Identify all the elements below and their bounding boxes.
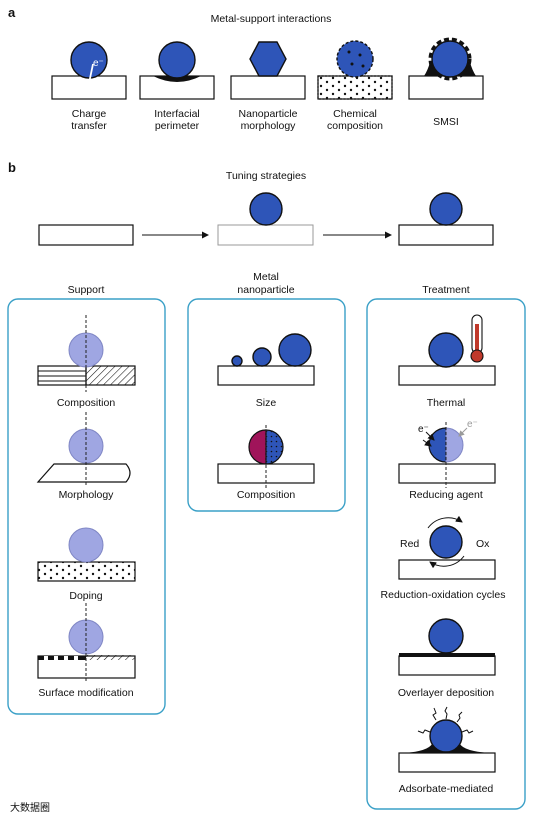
- ox-label: Ox: [476, 538, 490, 550]
- support-surface-modification-diagram: [37, 603, 136, 682]
- nanoparticle: [336, 40, 374, 78]
- support-item-doping: Doping: [69, 590, 102, 602]
- treatment-header: Treatment: [422, 284, 470, 296]
- electron-arrow: [87, 63, 94, 89]
- treatment-reducing-agent-diagram: e⁻ e⁻: [398, 419, 496, 488]
- interfacial-perimeter-diagram: [139, 41, 215, 100]
- support-slab: [38, 224, 134, 246]
- support-slab: [230, 75, 306, 100]
- support-item-composition: Composition: [57, 397, 116, 409]
- treatment-redox-diagram: Red Ox: [398, 515, 496, 580]
- electron-symbol: e⁻: [93, 58, 104, 69]
- electron-symbol-left: e⁻: [418, 424, 429, 435]
- chemical-composition-diagram: [317, 40, 393, 100]
- panel-b-label: b: [8, 160, 16, 175]
- watermark: 大数据圈: [10, 801, 50, 814]
- tuning-flow-diagram: [38, 192, 494, 246]
- nanoparticle-header-2: nanoparticle: [237, 284, 294, 296]
- doped-support: [317, 75, 393, 100]
- treatment-item-redox-cycles: Reduction-oxidation cycles: [381, 589, 506, 601]
- charge-transfer-label-2: transfer: [71, 120, 107, 132]
- support-slab-light: [217, 224, 314, 246]
- treatment-item-reducing-agent: Reducing agent: [409, 489, 483, 501]
- np-item-size: Size: [256, 397, 277, 409]
- nanoparticle: [249, 192, 283, 226]
- nanoparticle: [70, 41, 108, 79]
- electron-arrowhead: [83, 83, 93, 95]
- nanoparticle-box: [187, 298, 346, 512]
- panel-a-title: Metal-support interactions: [211, 13, 332, 25]
- support-slab: [398, 224, 494, 246]
- support-header: Support: [68, 284, 105, 296]
- treatment-item-overlayer-deposition: Overlayer deposition: [398, 687, 494, 699]
- support-box: [7, 298, 166, 715]
- nanoparticle-morphology-diagram: [230, 41, 306, 100]
- nanoparticle: [429, 192, 463, 226]
- support-morphology-diagram: [36, 412, 131, 486]
- support-item-surface-modification: Surface modification: [38, 687, 133, 699]
- panel-b-title: Tuning strategies: [226, 170, 306, 182]
- treatment-item-thermal: Thermal: [427, 397, 466, 409]
- interfacial-perimeter-label-1: Interfacial: [154, 108, 200, 120]
- electron-symbol-right: e⁻: [467, 419, 478, 430]
- treatment-overlayer-diagram: [398, 618, 496, 676]
- perimeter-region: [153, 76, 201, 82]
- np-size-diagram: [217, 333, 315, 386]
- treatment-item-adsorbate-mediated: Adsorbate-mediated: [399, 783, 494, 795]
- chemical-composition-label-1: Chemical: [333, 108, 377, 120]
- charge-transfer-label-1: Charge: [72, 108, 107, 120]
- treatment-adsorbate-diagram: [398, 706, 496, 773]
- np-composition-diagram: [217, 425, 315, 488]
- charge-transfer-diagram: e⁻: [51, 41, 127, 100]
- nanoparticle: [431, 40, 469, 78]
- np-item-composition: Composition: [237, 489, 296, 501]
- support-item-morphology: Morphology: [59, 489, 115, 501]
- nanoparticle-header-1: Metal: [253, 271, 279, 283]
- panel-a-label: a: [8, 5, 16, 20]
- nanoparticle-morphology-label-1: Nanoparticle: [239, 108, 298, 120]
- red-label: Red: [400, 538, 419, 550]
- nanoparticle-morphology-label-2: morphology: [241, 120, 297, 132]
- smsi-label: SMSI: [433, 116, 459, 128]
- smsi-diagram: [408, 37, 484, 100]
- treatment-thermal-diagram: [398, 314, 496, 386]
- chemical-composition-label-2: composition: [327, 120, 383, 132]
- support-doping-diagram: [37, 527, 136, 582]
- interfacial-perimeter-label-2: perimeter: [155, 120, 200, 132]
- nanoparticle: [158, 41, 196, 79]
- hexagonal-nanoparticle: [249, 41, 287, 77]
- support-composition-diagram: [37, 315, 136, 392]
- treatment-box: [366, 298, 526, 810]
- encapsulation-layer: [428, 37, 472, 81]
